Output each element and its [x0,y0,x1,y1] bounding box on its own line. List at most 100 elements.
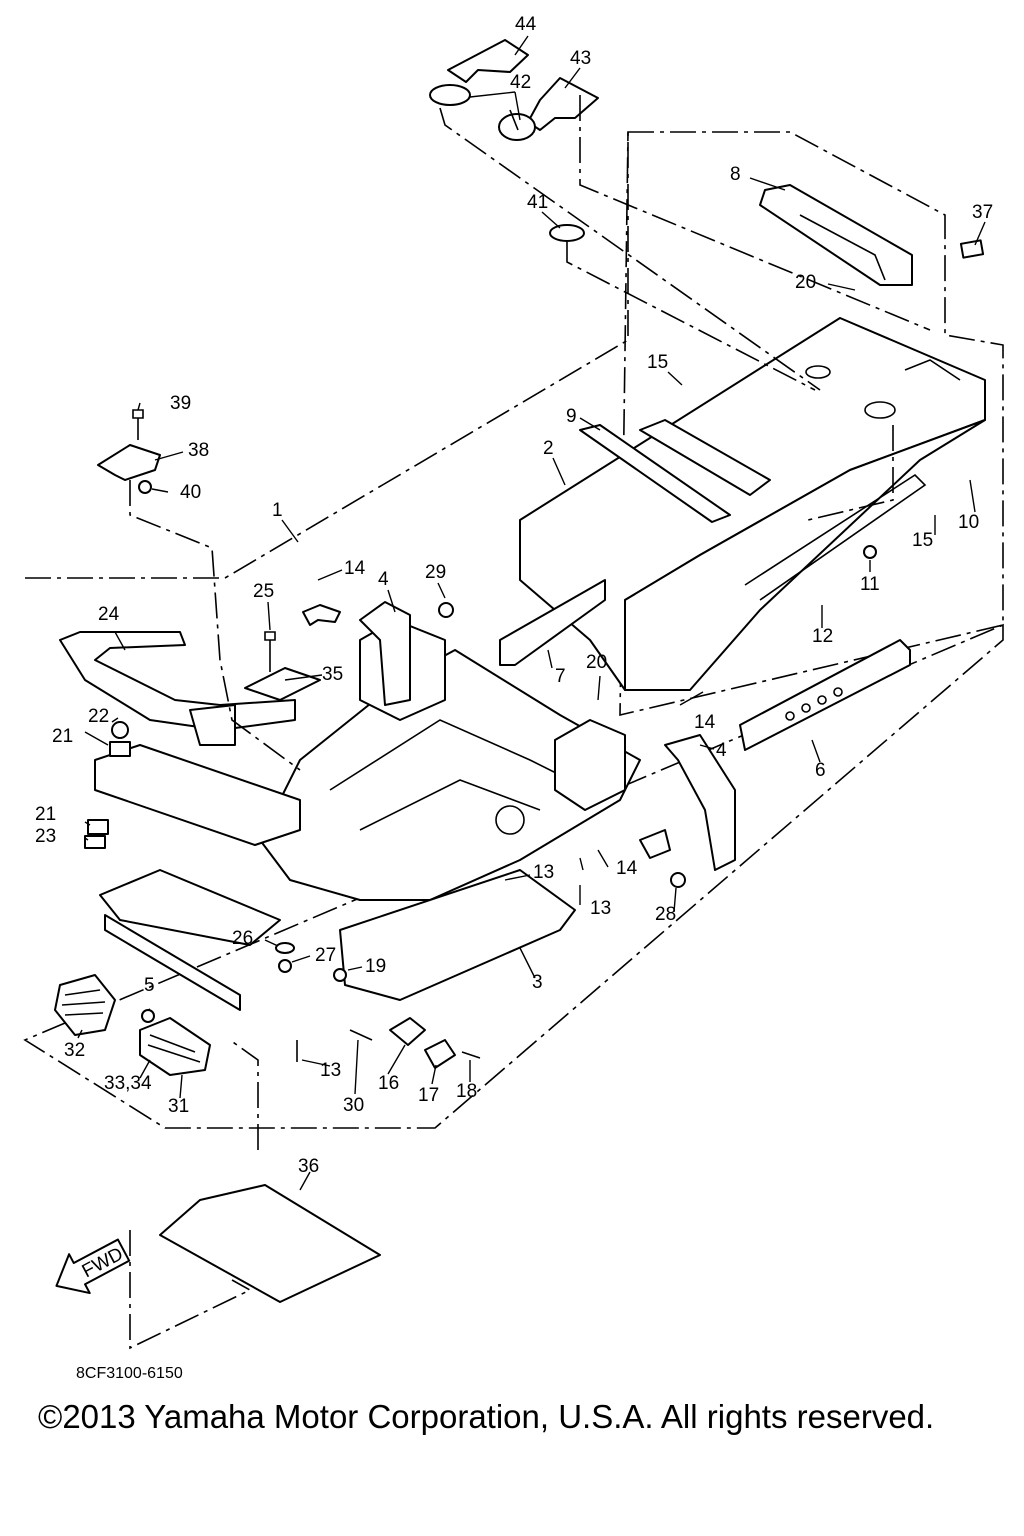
callout-40: 40 [180,482,201,503]
upper-side-bar [744,473,927,601]
part-8-bracket [759,184,913,286]
callout-7: 7 [555,666,566,687]
part-36-mat [159,1184,381,1303]
callout-10: 10 [958,512,979,533]
callout-27: 27 [315,945,336,966]
callout-16: 16 [378,1073,399,1094]
callout-13-c: 13 [320,1060,341,1081]
part-21-bushing-b [87,819,109,835]
part-44-cover [447,39,529,83]
callout-21-b: 21 [35,804,56,825]
part-7-plate [499,579,606,666]
callout-4-a: 4 [378,569,389,590]
part-38-bracket [97,444,161,481]
part-6-plate [739,639,911,751]
part-24-bar [59,631,296,746]
callout-36: 36 [298,1156,319,1177]
callout-12: 12 [812,626,833,647]
callout-39: 39 [170,393,191,414]
part-1-main-frame [94,619,641,946]
callout-32: 32 [64,1040,85,1061]
part-19-nut [333,968,347,982]
upper-group-boundary [619,131,1004,717]
callout-3: 3 [532,972,543,993]
callout-43: 43 [570,48,591,69]
callout-19: 19 [365,956,386,977]
part-32-mount [54,974,116,1036]
callout-25: 25 [253,581,274,602]
callout-20-top: 20 [795,272,816,293]
callout-13-b: 13 [590,898,611,919]
callout-17: 17 [418,1085,439,1106]
callout-20-mid: 20 [586,652,607,673]
part-5-nut [141,1009,155,1023]
part-3-skid-plate [339,869,576,1001]
part-26-washer [275,942,295,954]
callout-31: 31 [168,1096,189,1117]
callout-14-b: 14 [694,712,716,733]
callout-1: 1 [272,500,283,521]
drawing-code: 8CF3100-6150 [76,1365,183,1382]
callout-33-34: 33,34 [104,1073,152,1094]
callout-38: 38 [188,440,209,461]
part-40-nut [138,480,152,494]
callout-28: 28 [655,904,676,925]
callout-29: 29 [425,562,446,583]
copyright-notice: ©2013 Yamaha Motor Corporation, U.S.A. A… [38,1398,935,1435]
callout-42: 42 [510,72,531,93]
part-4-rear-bumper [664,734,736,871]
callout-14-a: 14 [344,558,366,579]
part-22-collar [111,721,129,739]
callout-labels: 44 43 42 41 8 37 20 39 38 40 15 9 2 10 1… [35,14,993,1177]
part-28-bracket [639,829,671,859]
callout-5: 5 [144,975,155,996]
part-35-plate [244,667,321,701]
callout-26: 26 [232,928,253,949]
part-17-bracket [424,1039,456,1069]
callout-4-b: 4 [716,740,727,761]
parts-diagram: FWD 44 43 42 41 8 37 20 39 38 40 15 9 2 … [23,14,1004,1350]
callout-15-top: 15 [647,352,668,373]
part-25-bolt [264,631,276,672]
callout-37: 37 [972,202,993,223]
part-39-bolt [132,409,144,440]
callout-14-c: 14 [616,858,638,879]
part-2-rear-deck [519,317,986,691]
callout-13-a: 13 [533,862,554,883]
part-27-nut [278,959,292,973]
callout-24: 24 [98,604,120,625]
callout-18: 18 [456,1081,477,1102]
part-37-cap [959,239,985,259]
part-11-nut [863,545,877,559]
callout-41: 41 [527,192,548,213]
callout-15-b: 15 [912,530,933,551]
fwd-arrow-icon: FWD [55,1238,131,1295]
callout-21-a: 21 [52,726,73,747]
part-28-nut [670,872,686,888]
part-16-bracket [389,1017,426,1046]
part-43-cover [527,77,599,131]
lower-group-boundary [23,132,1004,1129]
part-21-bushing-a [109,741,131,757]
callout-8: 8 [730,164,741,185]
callout-44: 44 [515,14,537,35]
callout-23: 23 [35,826,56,847]
part-41-plug [549,224,585,242]
part-4-front-bumper [359,601,411,706]
part-31-mount [139,1017,211,1076]
part-30-bolt [349,1029,373,1041]
callout-35: 35 [322,664,343,685]
callout-30: 30 [343,1095,364,1116]
guide-lines [129,95,931,1350]
part-29-nut [438,602,454,618]
callout-11: 11 [860,574,880,595]
part-23-bushing [84,835,106,849]
callout-22: 22 [88,706,109,727]
callout-6: 6 [815,760,826,781]
part-42-grommet-a [429,84,471,106]
lower-frame-rail [104,914,241,1011]
leader-lines [77,35,986,1191]
callout-2: 2 [543,438,554,459]
part-18-bolt [461,1051,481,1059]
callout-9: 9 [566,406,577,427]
